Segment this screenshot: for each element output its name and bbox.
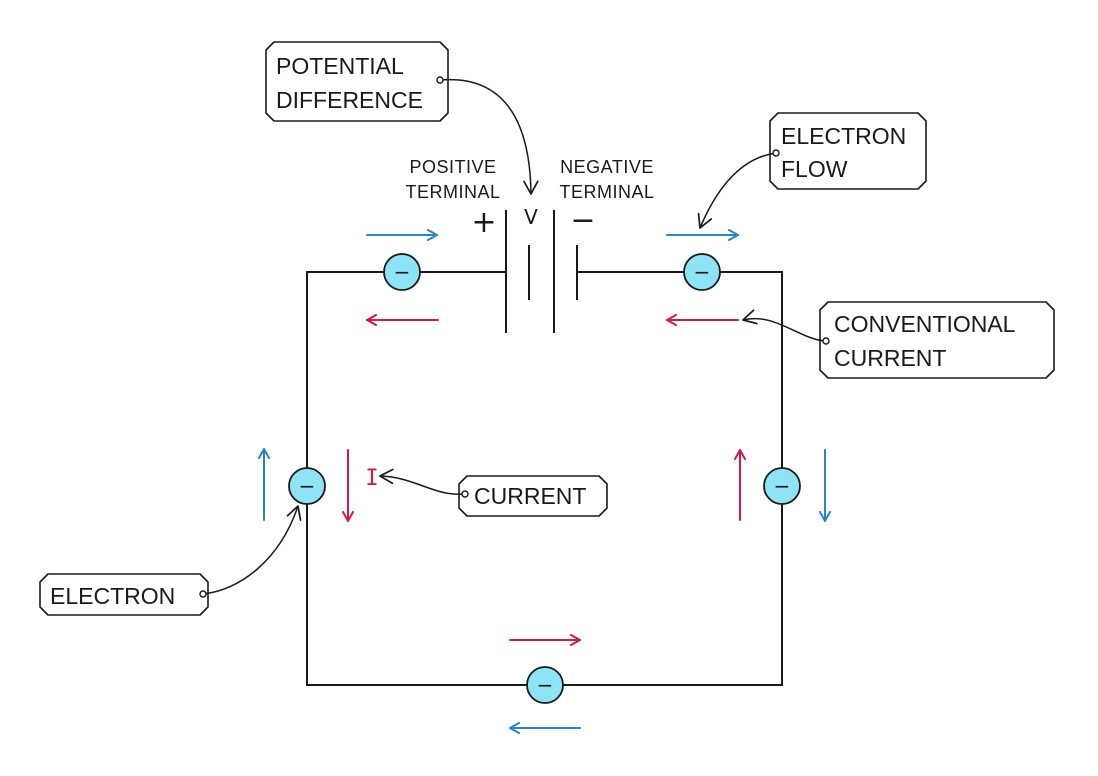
callout-electron: ELECTRON — [39, 505, 302, 616]
callout-leader — [202, 505, 302, 595]
svg-text:−: − — [774, 474, 791, 498]
svg-text:−: − — [394, 260, 411, 284]
callout-leader — [379, 468, 466, 496]
svg-text:ELECTRON: ELECTRON — [50, 583, 175, 609]
current-symbol: I — [365, 466, 378, 491]
svg-text:−: − — [537, 673, 554, 697]
svg-text:−: − — [299, 474, 316, 498]
callout-leader — [742, 309, 827, 342]
battery — [505, 210, 578, 333]
svg-text:CONVENTIONAL: CONVENTIONAL — [834, 311, 1016, 337]
svg-text:POTENTIAL: POTENTIAL — [276, 53, 404, 79]
svg-text:CURRENT: CURRENT — [834, 345, 946, 371]
electron: − — [288, 467, 326, 505]
positive-terminal-label: TERMINAL — [405, 182, 500, 202]
svg-text:CURRENT: CURRENT — [474, 483, 586, 509]
electron: − — [763, 467, 801, 505]
electron: − — [683, 253, 721, 291]
callout-conventional-current: CONVENTIONAL CURRENT — [742, 301, 1055, 379]
callout-leader — [439, 78, 539, 195]
electron: − — [383, 253, 421, 291]
svg-text:ELECTRON: ELECTRON — [781, 123, 906, 149]
callout-potential-difference: POTENTIAL DIFFERENCE — [265, 41, 539, 195]
positive-sign: + — [471, 205, 496, 240]
svg-text:−: − — [694, 260, 711, 284]
voltage-symbol: V — [524, 205, 538, 229]
negative-terminal-label: TERMINAL — [559, 182, 654, 202]
callout-leader — [697, 152, 777, 229]
negative-terminal-label: NEGATIVE — [560, 157, 654, 177]
callout-current: CURRENT — [379, 468, 608, 517]
negative-sign: − — [570, 203, 595, 238]
positive-terminal-label: POSITIVE — [409, 157, 496, 177]
electron: − — [526, 666, 564, 704]
svg-text:DIFFERENCE: DIFFERENCE — [276, 87, 423, 113]
callout-electron-flow: ELECTRON FLOW — [697, 112, 927, 229]
svg-text:FLOW: FLOW — [781, 156, 848, 182]
